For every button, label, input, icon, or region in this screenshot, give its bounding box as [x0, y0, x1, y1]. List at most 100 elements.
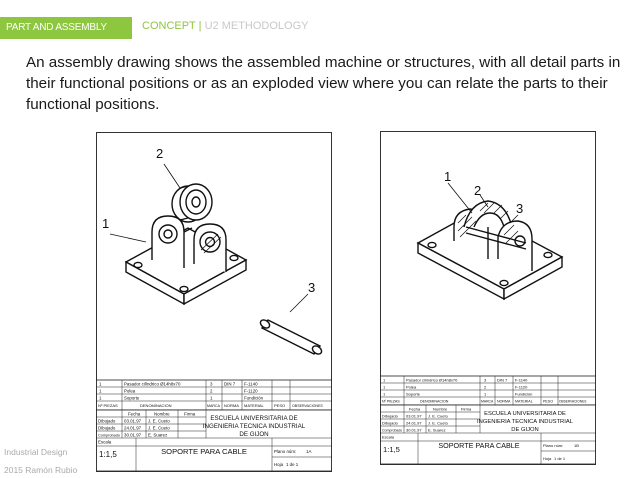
- svg-text:Pasador cilíndrico Ø14h8x70: Pasador cilíndrico Ø14h8x70: [406, 378, 458, 383]
- svg-text:2: 2: [210, 389, 213, 394]
- callout-3: 3: [308, 280, 315, 295]
- svg-text:Polea: Polea: [406, 385, 417, 390]
- svg-text:F-1140: F-1140: [515, 378, 528, 383]
- svg-text:J. E. Cueto: J. E. Cueto: [148, 426, 170, 431]
- concept-heading: CONCEPT | U2 METHODOLOGY: [142, 20, 308, 32]
- svg-text:1A: 1A: [306, 449, 311, 454]
- methodology-label: U2 METHODOLOGY: [204, 20, 309, 32]
- title-block: Fecha Nombre Firma Dibujado 03.01.97 J. …: [96, 409, 332, 472]
- svg-text:Comprobado: Comprobado: [98, 434, 120, 438]
- svg-text:F-1140: F-1140: [244, 382, 258, 387]
- svg-text:ESCUELA UNIVERSITARIA DE: ESCUELA UNIVERSITARIA DE: [484, 411, 566, 417]
- svg-text:Pasador cilíndrico Ø14h8x70: Pasador cilíndrico Ø14h8x70: [124, 382, 181, 387]
- svg-text:3: 3: [210, 382, 213, 387]
- callout-3: 3: [516, 201, 523, 216]
- svg-text:J. E. Cueto: J. E. Cueto: [428, 414, 449, 419]
- concept-label: CONCEPT: [142, 20, 196, 32]
- exploded-assembly-drawing: 2 1 3 1 Pasador cilíndrico Ø14h8x70 3 DI…: [96, 132, 332, 477]
- assembled-drawing: 1 2 3 1 Pasador cilíndrico Ø14h8x70 3 DI…: [380, 131, 596, 470]
- svg-text:INGENIERIA TECNICA INDUSTRIAL: INGENIERIA TECNICA INDUSTRIAL: [203, 423, 306, 430]
- svg-text:Hoja: Hoja: [543, 456, 552, 461]
- svg-text:DIN 7: DIN 7: [224, 382, 236, 387]
- assembled-parts-graphic: [416, 182, 564, 301]
- svg-text:DENOMINACION: DENOMINACION: [140, 403, 172, 408]
- svg-text:Plano núm:: Plano núm:: [274, 449, 296, 454]
- svg-text:ESCUELA UNIVERSITARIA DE: ESCUELA UNIVERSITARIA DE: [210, 415, 297, 422]
- exploded-assembly-svg: 2 1 3 1 Pasador cilíndrico Ø14h8x70 3 DI…: [96, 132, 332, 472]
- svg-text:Soporte: Soporte: [124, 396, 140, 401]
- svg-text:Firma: Firma: [461, 407, 472, 412]
- svg-text:30.01.97: 30.01.97: [406, 428, 422, 433]
- svg-text:1 de 1: 1 de 1: [286, 462, 299, 467]
- svg-text:1:1,5: 1:1,5: [383, 445, 400, 454]
- svg-text:Firma: Firma: [184, 412, 196, 417]
- svg-text:1 de 1: 1 de 1: [554, 456, 566, 461]
- svg-text:DE GIJON: DE GIJON: [511, 427, 538, 433]
- drawing-title: SOPORTE PARA CABLE: [438, 441, 519, 450]
- parts-list: 1 Pasador cilíndrico Ø14h8x70 3 DIN 7 F-…: [96, 379, 332, 411]
- exploded-parts-graphic: [109, 163, 323, 355]
- svg-text:E. Suarez: E. Suarez: [148, 433, 167, 438]
- svg-text:MATERIAL: MATERIAL: [515, 400, 533, 404]
- callout-1: 1: [444, 169, 451, 184]
- svg-text:Comprobado: Comprobado: [382, 429, 402, 433]
- svg-text:MARCA: MARCA: [481, 400, 494, 404]
- svg-text:OBSERVACIONES: OBSERVACIONES: [559, 400, 586, 404]
- svg-text:PESO: PESO: [274, 403, 285, 408]
- svg-text:3: 3: [484, 378, 487, 383]
- svg-text:E. Suarez: E. Suarez: [428, 428, 446, 433]
- svg-text:DENOMINACION: DENOMINACION: [420, 400, 449, 404]
- svg-text:NORMA: NORMA: [224, 403, 239, 408]
- svg-text:MATERIAL: MATERIAL: [244, 403, 264, 408]
- svg-text:1: 1: [210, 396, 213, 401]
- svg-text:J. E. Cueto: J. E. Cueto: [428, 421, 449, 426]
- assembled-drawing-svg: 1 2 3 1 Pasador cilíndrico Ø14h8x70 3 DI…: [380, 131, 596, 465]
- svg-text:DE GIJON: DE GIJON: [239, 431, 268, 438]
- svg-text:Escala: Escala: [98, 440, 112, 445]
- svg-text:24.01.97: 24.01.97: [406, 421, 422, 426]
- svg-text:Dibujado: Dibujado: [382, 414, 399, 419]
- title-block: Fecha Nombre Firma Dibujado 03.01.97 J. …: [380, 404, 596, 465]
- svg-text:Plano núm:: Plano núm:: [543, 443, 563, 448]
- svg-text:Nombre: Nombre: [433, 407, 448, 412]
- svg-text:Polea: Polea: [124, 389, 136, 394]
- callout-2: 2: [156, 146, 163, 161]
- svg-text:03.01.97: 03.01.97: [124, 419, 142, 424]
- callout-2: 2: [474, 183, 481, 198]
- svg-text:PESO: PESO: [543, 400, 553, 404]
- concept-separator: |: [198, 20, 202, 32]
- svg-text:F-1120: F-1120: [244, 389, 258, 394]
- svg-text:1: 1: [484, 392, 487, 397]
- svg-text:Nº PIEZAS: Nº PIEZAS: [98, 403, 118, 408]
- svg-text:NORMA: NORMA: [497, 400, 511, 404]
- svg-text:1: 1: [99, 396, 102, 401]
- svg-text:DIN 7: DIN 7: [497, 378, 508, 383]
- section-tag: PART AND ASSEMBLY DRAWING: [0, 17, 132, 55]
- svg-text:Dibujado: Dibujado: [98, 426, 116, 431]
- svg-text:Escala: Escala: [382, 435, 395, 440]
- svg-text:Fecha: Fecha: [128, 412, 141, 417]
- svg-text:Hoja: Hoja: [274, 462, 284, 467]
- svg-text:F-1120: F-1120: [515, 385, 528, 390]
- intro-paragraph: An assembly drawing shows the assembled …: [26, 54, 621, 113]
- svg-text:1: 1: [383, 385, 386, 390]
- svg-text:2: 2: [484, 385, 487, 390]
- svg-text:1: 1: [99, 389, 102, 394]
- svg-text:Fundición: Fundición: [515, 392, 532, 397]
- svg-text:1: 1: [99, 382, 102, 387]
- svg-text:Soporte: Soporte: [406, 392, 421, 397]
- svg-text:1:1,5: 1:1,5: [99, 450, 117, 459]
- svg-text:Dibujado: Dibujado: [382, 421, 399, 426]
- svg-text:24.01.97: 24.01.97: [124, 426, 142, 431]
- svg-text:1: 1: [383, 378, 386, 383]
- svg-text:OBSERVACIONES: OBSERVACIONES: [292, 404, 323, 408]
- svg-text:Nº PIEZAS: Nº PIEZAS: [382, 400, 400, 404]
- svg-text:Fecha: Fecha: [409, 407, 421, 412]
- footer-author: 2015 Ramón Rubio: [4, 465, 78, 475]
- svg-text:MARCA: MARCA: [207, 404, 221, 408]
- svg-text:J. E. Cueto: J. E. Cueto: [148, 419, 170, 424]
- svg-text:03.01.97: 03.01.97: [406, 414, 422, 419]
- footer-course: Industrial Design: [4, 447, 68, 457]
- svg-text:INGENIERIA TECNICA INDUSTRIAL: INGENIERIA TECNICA INDUSTRIAL: [477, 419, 574, 425]
- svg-text:1: 1: [383, 392, 386, 397]
